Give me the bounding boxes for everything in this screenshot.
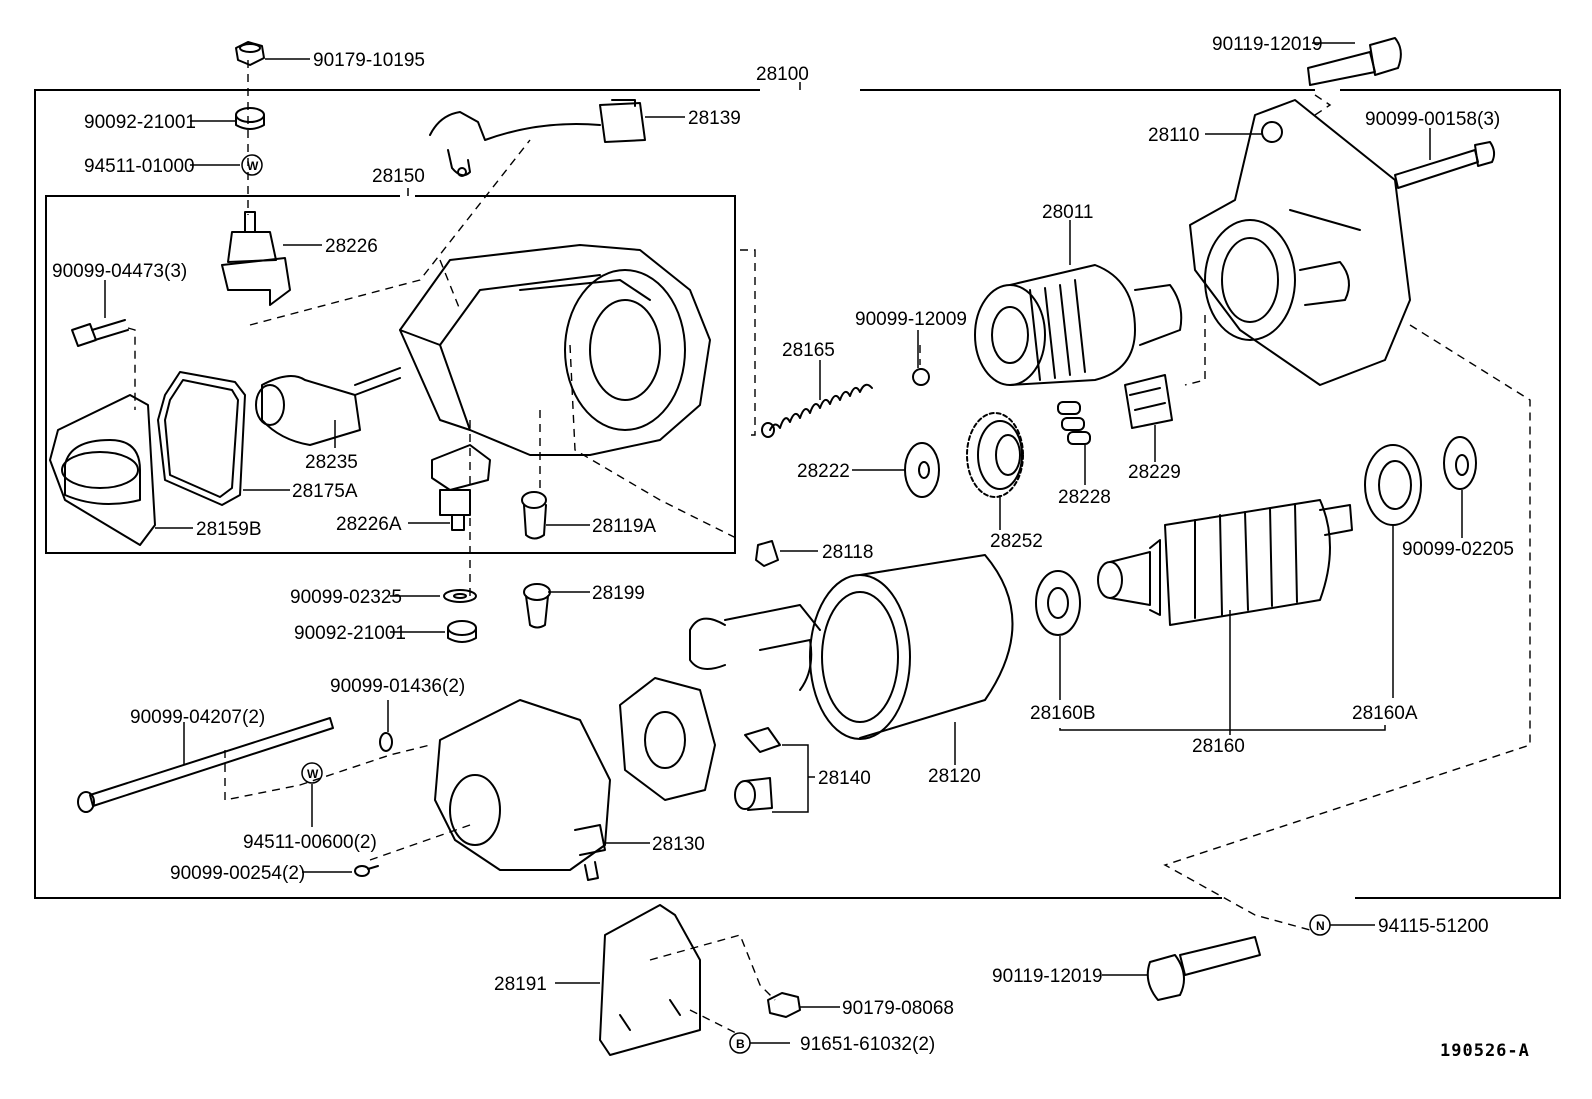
label-28130: 28130 (652, 834, 705, 855)
label-90099-12009: 90099-12009 (855, 309, 967, 330)
screw-90099-00254 (354, 865, 379, 877)
label-90092-21001-bottom: 90092-21001 (294, 623, 406, 644)
assembly-guide-lines (127, 60, 1531, 1036)
label-assembly-28100: 28100 (756, 64, 809, 85)
bolt-28119a (521, 491, 547, 540)
label-90099-02205: 90099-02205 (1402, 539, 1514, 560)
label-90099-00254: 90099-00254(2) (170, 863, 305, 884)
plug-28118 (755, 540, 779, 567)
label-90099-02325: 90099-02325 (290, 587, 402, 608)
ball-90099-12009 (912, 368, 930, 386)
label-28011: 28011 (1042, 202, 1093, 223)
starter-clutch-28011 (974, 264, 1183, 386)
terminal-28226a (431, 444, 491, 531)
washer-90092-21001-top (235, 107, 265, 130)
label-28165: 28165 (782, 340, 835, 361)
cover-28159b (49, 394, 156, 546)
part-labels: 90179-10195 90092-21001 94511-01000 2813… (52, 34, 1514, 1055)
through-bolt-90099-04207 (77, 717, 334, 813)
ring-90099-01436 (379, 732, 393, 752)
label-90099-01436: 90099-01436(2) (330, 676, 465, 697)
spring-28165 (761, 383, 873, 438)
plunger-28235 (255, 367, 401, 446)
leader-lines (104, 42, 1463, 1044)
washer-90092-21001-bottom (447, 620, 477, 643)
label-90179-10195: 90179-10195 (313, 50, 425, 71)
label-28110: 28110 (1148, 125, 1199, 146)
washer-94511-01000 (241, 154, 263, 176)
symbol-n: N (1316, 919, 1325, 933)
label-28235: 28235 (305, 452, 358, 473)
sub-assembly-frame-28150 (45, 188, 736, 554)
bolt-90119-12019-bottom (1146, 936, 1261, 1001)
label-28160a: 28160A (1352, 703, 1418, 724)
label-90092-21001-top: 90092-21001 (84, 112, 196, 133)
label-90119-12019-top: 90119-12019 (1212, 34, 1323, 55)
label-28222: 28222 (797, 461, 850, 482)
label-28175a: 28175A (292, 481, 358, 502)
label-90099-04473: 90099-04473(3) (52, 261, 187, 282)
armature-28160 (1097, 499, 1353, 626)
label-90119-12019-bottom: 90119-12019 (992, 966, 1103, 987)
label-28199: 28199 (592, 583, 645, 604)
gasket-28175a (157, 371, 246, 506)
washer-94511-00600 (301, 762, 323, 784)
label-28252: 28252 (990, 531, 1043, 552)
end-frame-28130 (434, 699, 611, 881)
label-94511-00600: 94511-00600(2) (243, 832, 377, 853)
bolt-90099-00158 (1394, 141, 1496, 189)
label-90179-08068: 90179-08068 (842, 998, 954, 1019)
label-28140: 28140 (818, 768, 871, 789)
bolt-90099-04473 (71, 319, 129, 347)
rollers-28228 (1057, 401, 1091, 445)
label-28160b: 28160B (1030, 703, 1096, 724)
label-28226: 28226 (325, 236, 378, 257)
washer-28222 (904, 442, 940, 498)
label-28191: 28191 (494, 974, 547, 995)
label-28118: 28118 (822, 542, 873, 563)
bolt-90119-12019-top (1307, 37, 1402, 86)
label-91651-61032: 91651-61032(2) (800, 1034, 935, 1055)
drive-housing-28110 (1189, 99, 1411, 386)
label-94115-51200: 94115-51200 (1378, 916, 1489, 937)
washer-90099-02325 (443, 589, 477, 603)
label-94511-01000: 94511-01000 (84, 156, 195, 177)
washer-90099-02205 (1443, 436, 1477, 490)
label-28119a: 28119A (592, 516, 656, 537)
bearing-28160a (1364, 444, 1422, 526)
label-28139: 28139 (688, 108, 741, 129)
bracket-28191 (599, 904, 701, 1056)
label-28226a: 28226A (336, 514, 402, 535)
bearing-28160b (1035, 570, 1081, 636)
yoke-28120 (689, 554, 1014, 740)
magnetic-switch-housing (399, 244, 711, 456)
circle-symbols: W W N B (247, 159, 1325, 1051)
symbol-w-lower: W (307, 767, 319, 781)
label-90099-04207: 90099-04207(2) (130, 707, 265, 728)
label-28150: 28150 (372, 166, 425, 187)
lead-wire-28139 (429, 99, 646, 177)
symbol-w-upper: W (247, 159, 259, 173)
label-28120: 28120 (928, 766, 981, 787)
terminal-28226 (221, 211, 291, 306)
symbol-b: B (736, 1037, 745, 1051)
assembly-frame-28100 (34, 82, 1561, 899)
retainer-28229 (1124, 374, 1173, 429)
nut-90179-10195 (235, 41, 265, 66)
label-90099-00158: 90099-00158(3) (1365, 109, 1500, 130)
label-28160: 28160 (1192, 736, 1245, 757)
label-28159b: 28159B (196, 519, 262, 540)
idler-gear-28252 (966, 412, 1024, 498)
screw-28199 (523, 583, 551, 629)
brush-holder-28140 (619, 677, 781, 811)
drawing-code: 190526-A (1440, 1041, 1530, 1061)
label-28228: 28228 (1058, 487, 1111, 508)
nut-90179-08068 (767, 992, 801, 1018)
label-28229: 28229 (1128, 462, 1181, 483)
